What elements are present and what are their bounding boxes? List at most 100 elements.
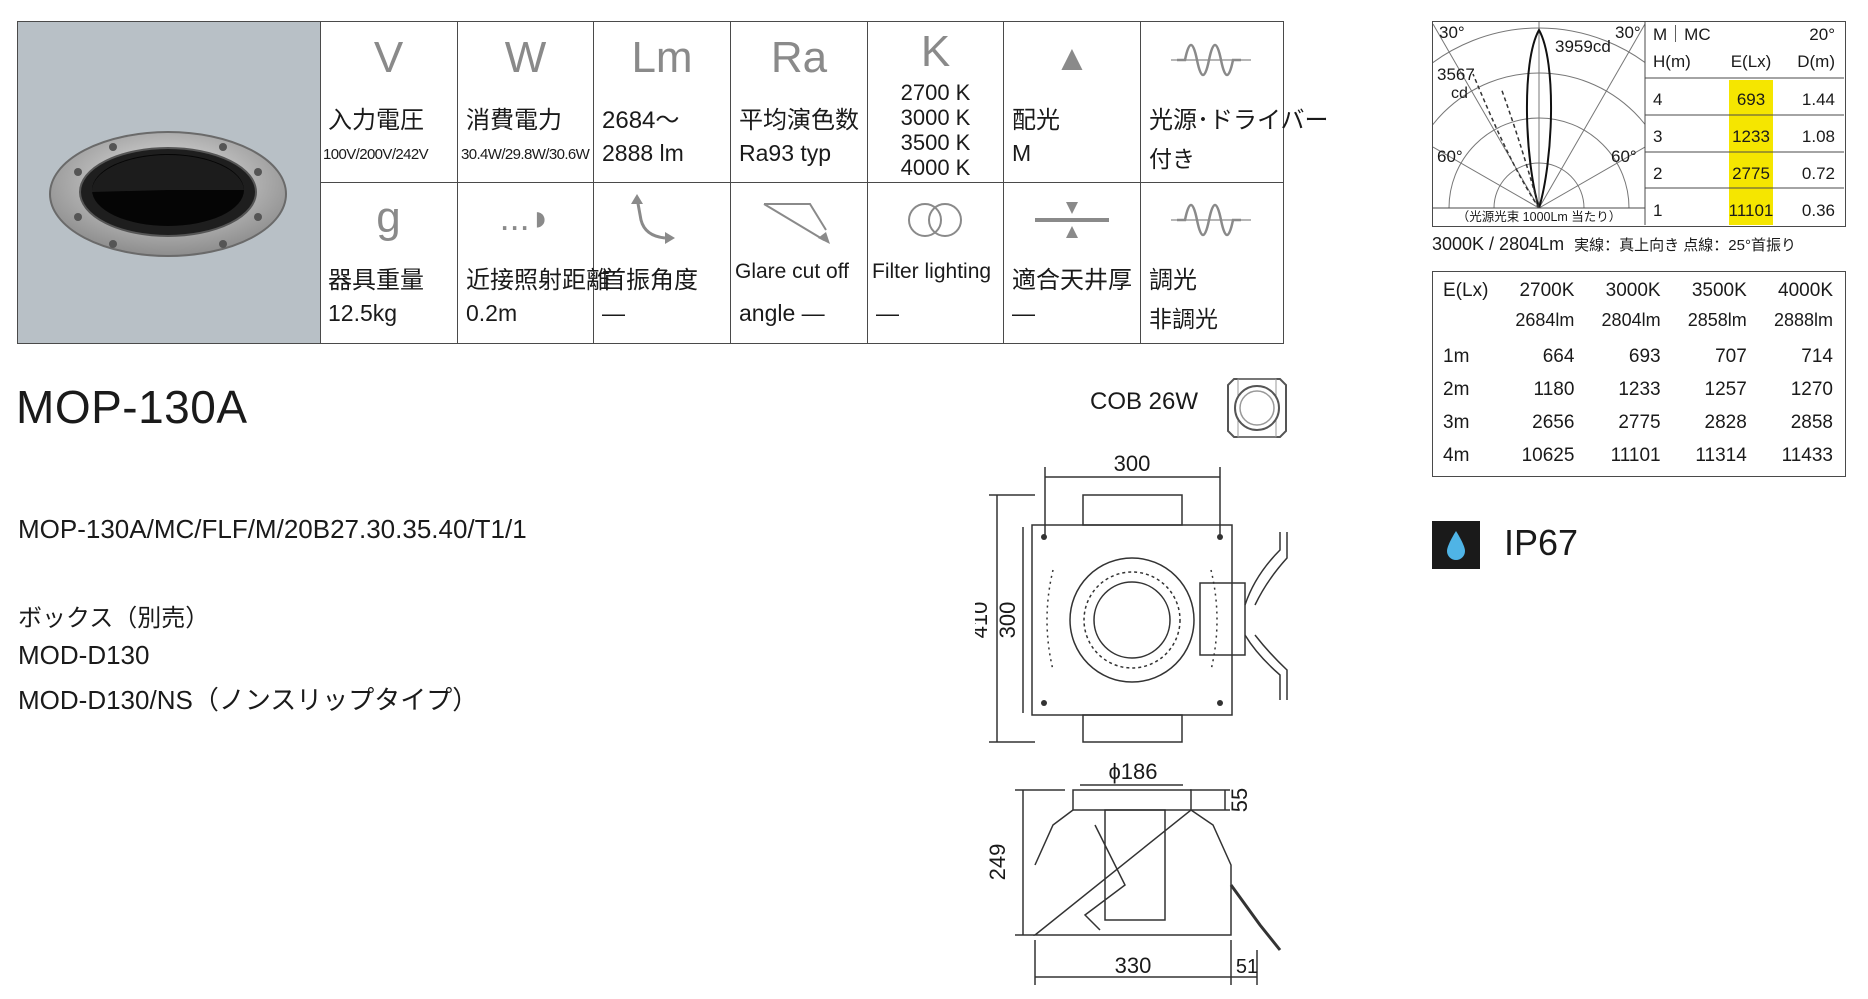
lux-cell: 714 — [1801, 345, 1833, 367]
spec-symbol: K — [920, 27, 951, 76]
mc-e: 1233 — [1732, 127, 1770, 146]
product-photo — [18, 22, 321, 343]
lux-header: 4000K — [1778, 280, 1833, 301]
angle-label: 60° — [1611, 147, 1637, 166]
top-view-drawing: 300 410 300 — [975, 455, 1288, 743]
lux-cell: 664 — [1542, 345, 1575, 367]
lux-cell: 3m — [1443, 411, 1470, 433]
cob-label: COB 26W — [1090, 388, 1199, 415]
mc-e: 693 — [1737, 90, 1765, 109]
lux-cell: 2656 — [1532, 411, 1575, 433]
lux-subheader: 2888lm — [1773, 310, 1833, 330]
lux-header: 2700K — [1519, 280, 1575, 301]
lux-cell: 1270 — [1790, 378, 1833, 400]
table-row: 1m 664 693 707 714 — [1433, 340, 1845, 373]
mc-d: 0.36 — [1802, 201, 1835, 220]
spec-label: 入力電圧 — [328, 107, 424, 134]
lux-subheader: 2804lm — [1601, 310, 1661, 330]
product-code: MOP-130A/MC/FLF/M/20B27.30.35.40/T1/1 — [18, 514, 527, 544]
cob-icon — [1227, 378, 1287, 438]
spec-value: 100V/200V/242V — [323, 146, 429, 163]
spec-label: 平均演色数 — [739, 107, 859, 134]
lux-cell: 2m — [1443, 378, 1470, 400]
lux-cell: 11433 — [1781, 444, 1833, 466]
illuminance-table: E(Lx) 2700K 3000K 3500K 4000K 2684lm 280… — [1432, 271, 1846, 477]
table-row: 4m 10625 11101 11314 11433 — [1433, 439, 1845, 472]
dim-diameter: ϕ186 — [1108, 759, 1157, 784]
dim-top-height: 55 — [1227, 788, 1252, 812]
spec-label: 消費電力 — [466, 107, 562, 134]
spec-value: 付き — [1149, 146, 1195, 172]
spec-value: — — [876, 300, 899, 326]
peak-cd: 3959cd — [1555, 37, 1611, 56]
lux-cell: 2775 — [1618, 411, 1661, 433]
angle-label: 60° — [1437, 147, 1463, 166]
spec-value: — — [602, 300, 625, 326]
spec-label: 器具重量 — [328, 267, 424, 294]
lux-cell: 1233 — [1618, 378, 1661, 400]
side-view-drawing: ϕ186 55 249 330 51 — [985, 759, 1282, 985]
ceiling-thickness-icon — [1004, 190, 1140, 246]
mc-e: 11101 — [1729, 201, 1774, 220]
lux-cell: 11314 — [1695, 444, 1747, 466]
spec-cell: 光源･ドライバー付き — [1141, 22, 1329, 182]
mc-h: 2 — [1653, 164, 1662, 183]
spec-label: 近接照射距離 — [466, 267, 610, 294]
spec-value: — — [1012, 300, 1035, 326]
box-item: MOD-D130 — [18, 640, 150, 670]
dashed-cd-value: 3567 — [1437, 65, 1475, 84]
spec-label: Glare cut off — [735, 260, 850, 283]
distribution-triangle-icon: ▲ — [1054, 37, 1090, 78]
lux-cell: 707 — [1715, 345, 1747, 367]
lux-cell: 4m — [1443, 444, 1470, 466]
color-temperature: 4000 K — [900, 155, 971, 180]
spec-value: M — [1012, 140, 1032, 166]
spec-label: 首振角度 — [602, 267, 698, 294]
model-name: MOP-130A — [16, 381, 248, 433]
spec-symbol: g — [376, 193, 401, 242]
dim-height-outer: 410 — [975, 602, 992, 639]
spec-value: angle — — [739, 300, 825, 326]
dimming-wave-icon — [1141, 30, 1283, 86]
spec-cell: 調光非調光 — [1141, 182, 1283, 343]
spec-label: 光源･ドライバー — [1149, 107, 1329, 134]
table-row: 2m 1180 1233 1257 1270 — [1433, 373, 1845, 406]
mc-h: 4 — [1653, 90, 1662, 109]
color-temperature: 3500 K — [900, 130, 971, 155]
spec-value: 0.2m — [466, 300, 518, 326]
lux-cell: 1m — [1443, 345, 1470, 367]
box-label: ボックス（別売） — [18, 605, 210, 632]
spec-label: 調光 — [1149, 267, 1197, 294]
spec-value: Ra93 typ — [739, 140, 832, 166]
spec-cell: 首振角度 — — [594, 182, 731, 343]
dim-height-inner: 300 — [995, 602, 1020, 639]
angle-label: 30° — [1615, 23, 1641, 42]
angle-label: 30° — [1439, 23, 1465, 42]
spec-cell: Filter lighting— — [868, 182, 1004, 343]
dim-height: 249 — [985, 844, 1010, 881]
lux-cell: 2828 — [1704, 411, 1747, 433]
dim-width: 300 — [1114, 455, 1151, 476]
polar-caption-sub: 実線：真上向き 点線：25°首振り — [1574, 237, 1796, 254]
lux-subheader: 2684lm — [1515, 310, 1575, 330]
dashed-cd-unit: cd — [1451, 85, 1468, 102]
spec-label: 適合天井厚 — [1012, 267, 1132, 294]
spec-value: 非調光 — [1149, 306, 1218, 332]
color-temperature: 2700 K — [900, 80, 971, 105]
spec-label: 2684〜 — [602, 107, 680, 134]
light-distribution-panel: 30° 30° 60° 60° 3959cd 3567 cd （光源光束 100… — [1432, 21, 1846, 227]
spec-value: 12.5kg — [328, 300, 398, 326]
mc-header: D(m) — [1797, 52, 1835, 71]
mc-e: 2775 — [1732, 164, 1770, 183]
water-drop-icon — [1432, 521, 1480, 569]
mc-d: 0.72 — [1802, 164, 1835, 183]
